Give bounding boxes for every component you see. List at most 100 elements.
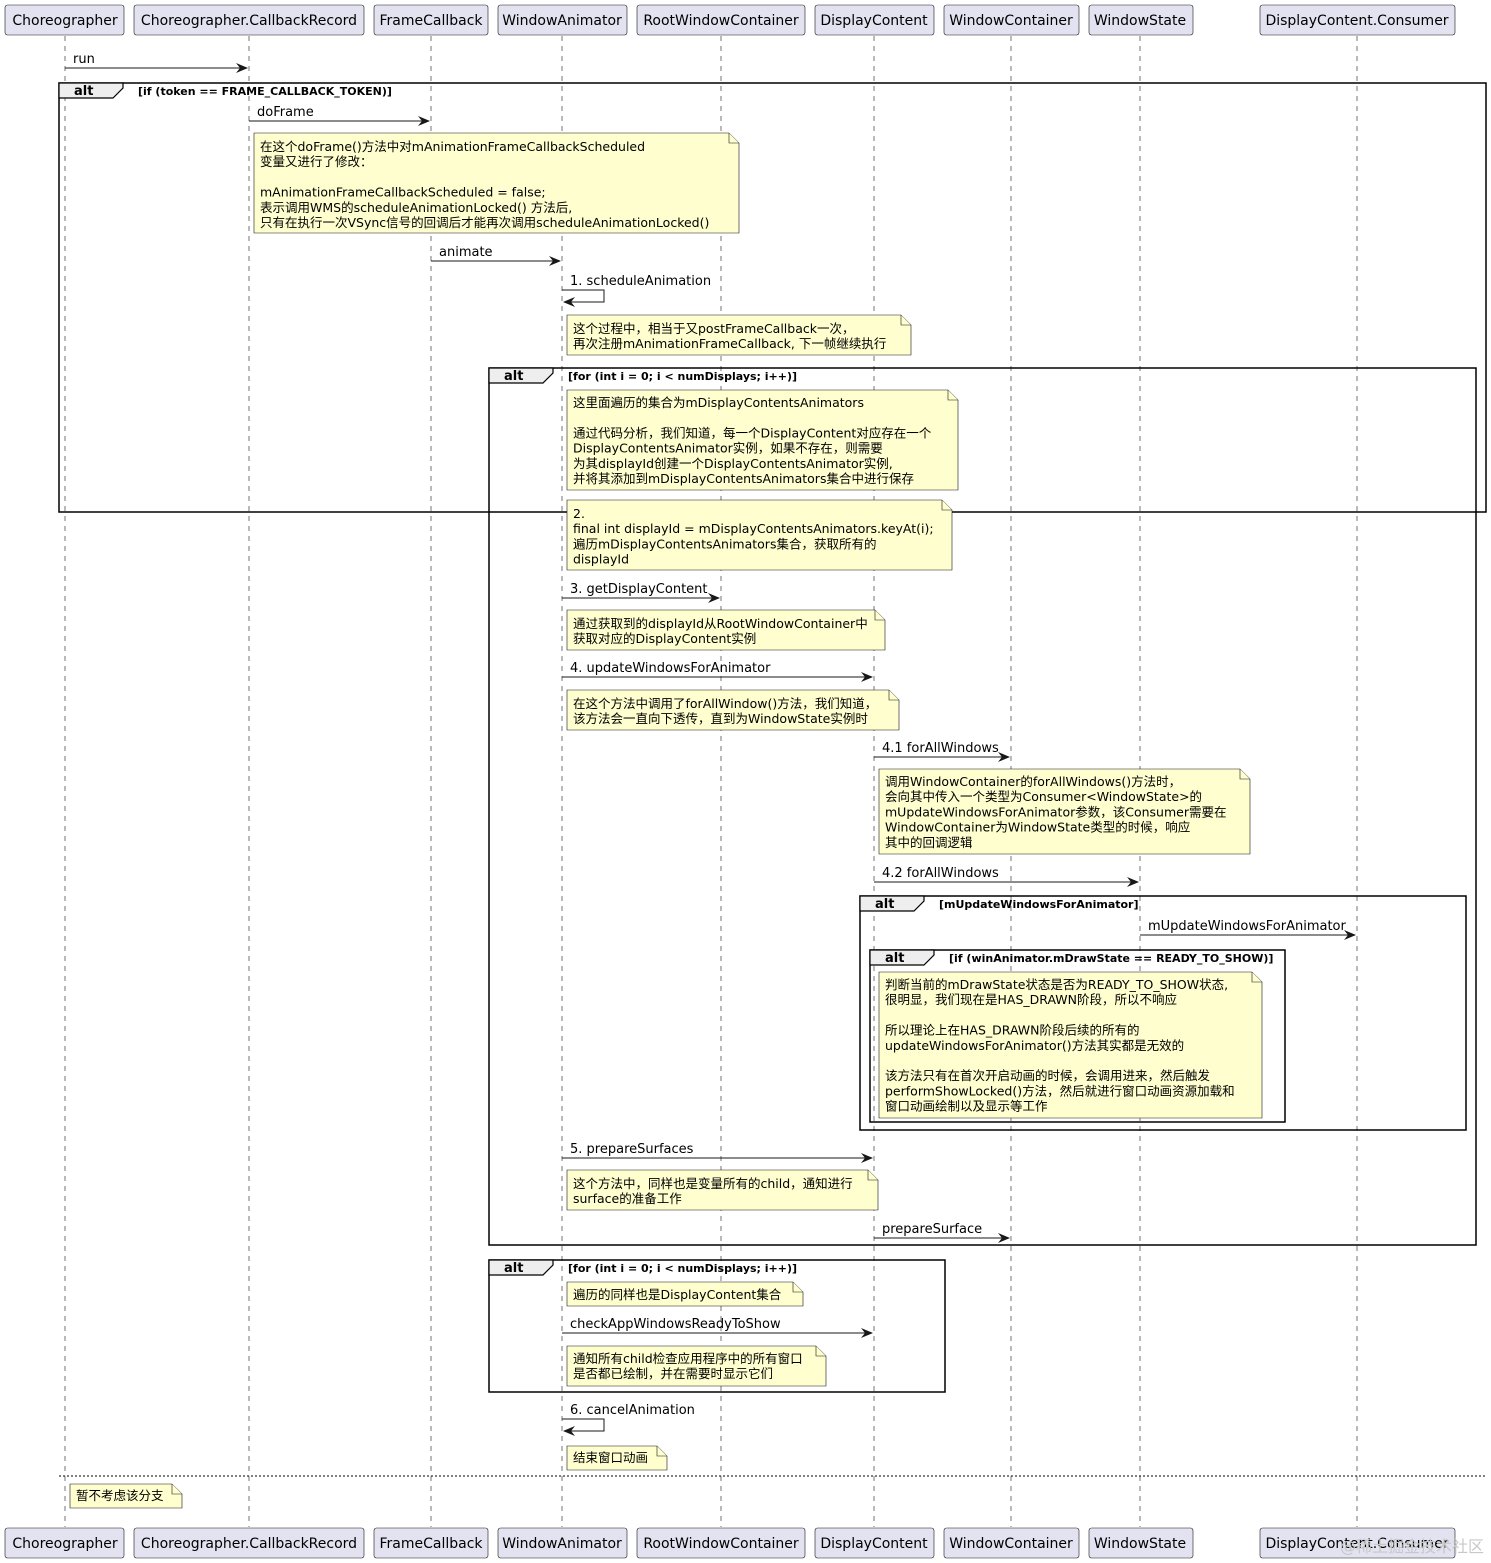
message: mUpdateWindowsForAnimator xyxy=(1140,919,1356,940)
note: 结束窗口动画 xyxy=(566,1445,668,1471)
note-fold xyxy=(867,1170,878,1181)
message-label: 4.2 forAllWindows xyxy=(882,866,999,881)
participant-bottom: Choreographer.CallbackRecord xyxy=(133,1527,365,1559)
fragment-tab xyxy=(869,949,935,966)
note-line: 变量又进行了修改： xyxy=(260,154,373,169)
participant-bottom: FrameCallback xyxy=(373,1527,489,1559)
note-line: updateWindowsForAnimator()方法其实都是无效的 xyxy=(885,1038,1184,1053)
participant-bottom: WindowState xyxy=(1088,1527,1194,1559)
message-label: mUpdateWindowsForAnimator xyxy=(1148,919,1347,934)
note-line: 该方法只有在首次开启动画的时候，会调用进来，然后触发 xyxy=(885,1068,1211,1083)
participants-bottom: Choreographer Choreographer.CallbackRecor… xyxy=(4,1527,1456,1559)
arrow-head xyxy=(998,752,1010,762)
note-line: 表示调用WMS的scheduleAnimationLocked() 方法后, xyxy=(260,200,572,215)
note: 这里面遍历的集合为mDisplayContentsAnimators 通过代码分析… xyxy=(566,389,959,491)
note-line: 通知所有child检查应用程序中的所有窗口 xyxy=(573,1351,803,1366)
arrow-head xyxy=(861,672,873,682)
note-line: 这个方法中，同样也是变量所有的child，通知进行 xyxy=(573,1176,853,1191)
note-fold xyxy=(1239,769,1250,780)
message-label: prepareSurface xyxy=(882,1222,982,1237)
note-line: performShowLocked()方法，然后就进行窗口动画资源加载和 xyxy=(885,1083,1235,1098)
message-label: animate xyxy=(439,245,493,260)
arrow-head xyxy=(563,297,575,307)
message-label: 5. prepareSurfaces xyxy=(570,1142,694,1157)
note-line: 只有在执行一次VSync信号的回调后才能再次调用scheduleAnimatio… xyxy=(260,215,709,230)
note-line: 其中的回调逻辑 xyxy=(885,835,973,850)
arrow-head xyxy=(1127,877,1139,887)
arrow-head xyxy=(236,63,248,73)
note-fold xyxy=(1251,972,1262,983)
participant-box xyxy=(4,4,125,36)
note-body xyxy=(566,499,953,571)
participant-box xyxy=(373,1527,489,1559)
participant-box xyxy=(943,1527,1080,1559)
note-fold xyxy=(874,610,885,621)
fragment-tab xyxy=(488,1259,554,1276)
participant-label: Choreographer.CallbackRecord xyxy=(141,1536,357,1552)
participant-label: RootWindowContainer xyxy=(643,1536,799,1552)
note-line: 在这个方法中调用了forAllWindow()方法，我们知道， xyxy=(573,696,877,711)
note: 在这个方法中调用了forAllWindow()方法，我们知道，该方法会一直向下透… xyxy=(566,689,900,731)
arrow-head xyxy=(563,1426,575,1436)
participant-top: WindowState xyxy=(1088,4,1194,36)
participant-box xyxy=(1259,1527,1456,1559)
note-line: final int displayId = mDisplayContentsAn… xyxy=(573,521,934,536)
arrow-head xyxy=(549,256,561,266)
message: checkAppWindowsReadyToShow xyxy=(562,1317,873,1338)
participant-label: DisplayContent xyxy=(820,13,928,29)
participant-bottom: WindowContainer xyxy=(943,1527,1080,1559)
note-line: 这里面遍历的集合为mDisplayContentsAnimators xyxy=(573,395,864,410)
message: 6. cancelAnimation xyxy=(562,1403,695,1436)
participant-bottom: DisplayContent xyxy=(814,1527,935,1559)
message: 1. scheduleAnimation xyxy=(562,274,711,307)
note-fold xyxy=(792,1282,803,1293)
fragment-keyword: alt xyxy=(504,1261,523,1276)
participant-bottom: Choreographer xyxy=(4,1527,125,1559)
participant-top: DisplayContent xyxy=(814,4,935,36)
note-fold xyxy=(888,690,899,701)
participant-top: WindowContainer xyxy=(943,4,1080,36)
note-body xyxy=(566,1345,827,1387)
message-label: 3. getDisplayContent xyxy=(570,582,708,597)
fragment-guard: [for (int i = 0; i < numDisplays; i++)] xyxy=(568,370,797,383)
participant-top: Choreographer xyxy=(4,4,125,36)
note-line: DisplayContentsAnimator实例，如果不存在，则需要 xyxy=(573,441,883,456)
fragment-tab xyxy=(58,82,124,99)
note-line: 所以理论上在HAS_DRAWN阶段后续的所有的 xyxy=(885,1023,1140,1038)
note-line: 该方法会一直向下透传，直到为WindowState实例时 xyxy=(573,711,868,726)
note-body xyxy=(566,1281,804,1307)
note-body xyxy=(566,1445,668,1471)
note: 暂不考虑该分支 xyxy=(69,1483,183,1509)
note: 这个过程中，相当于又postFrameCallback一次，再次注册mAnima… xyxy=(566,314,912,356)
participant-label: DisplayContent.Consumer xyxy=(1265,13,1448,29)
participant-box xyxy=(1088,1527,1194,1559)
note-line: 遍历mDisplayContentsAnimators集合，获取所有的 xyxy=(573,536,876,551)
message: animate xyxy=(431,245,561,266)
message: 5. prepareSurfaces xyxy=(562,1142,873,1163)
self-call-line xyxy=(562,289,605,303)
note: 遍历的同样也是DisplayContent集合 xyxy=(566,1281,804,1307)
participant-box xyxy=(636,1527,806,1559)
note-line: 通过代码分析，我们知道，每一个DisplayContent对应存在一个 xyxy=(573,425,932,440)
note: 2.final int displayId = mDisplayContents… xyxy=(566,499,953,571)
message-label: doFrame xyxy=(257,105,314,120)
note-fold xyxy=(900,315,911,326)
note-line: 再次注册mAnimationFrameCallback, 下一帧继续执行 xyxy=(573,336,886,351)
message-label: 1. scheduleAnimation xyxy=(570,274,711,289)
message: 4.2 forAllWindows xyxy=(874,866,1139,887)
participant-box xyxy=(133,4,365,36)
note: 调用WindowContainer的forAllWindows()方法时，会向其… xyxy=(878,768,1251,855)
note: 通过获取到的displayId从RootWindowContainer中获取对应… xyxy=(566,609,886,651)
message-label: 4.1 forAllWindows xyxy=(882,741,999,756)
fragment-frame xyxy=(488,367,1477,1246)
note-line: 很明显，我们现在是HAS_DRAWN阶段，所以不响应 xyxy=(885,992,1177,1007)
fragment-frame xyxy=(488,1259,946,1393)
alt-fragment: alt[mUpdateWindowsForAnimator] xyxy=(859,895,1467,1131)
arrow-head xyxy=(418,116,430,126)
message-label: 6. cancelAnimation xyxy=(570,1403,695,1418)
participant-top: FrameCallback xyxy=(373,4,489,36)
note: 判断当前的mDrawState状态是否为READY_TO_SHOW状态,很明显，… xyxy=(878,971,1263,1119)
